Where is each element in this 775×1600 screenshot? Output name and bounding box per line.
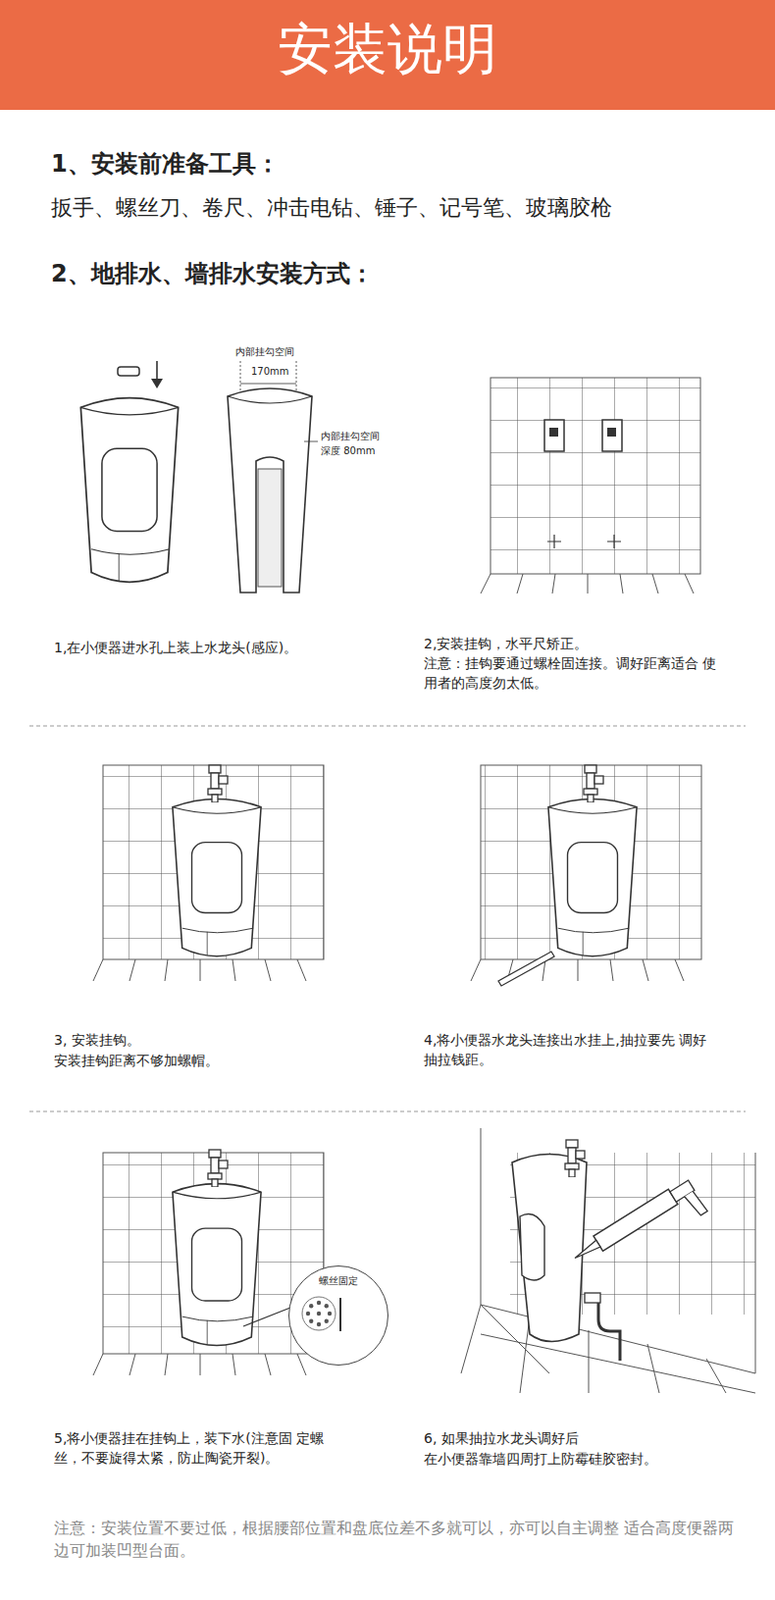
page-title: 安装说明 — [0, 15, 775, 82]
step-caption: 5,将小便器挂在挂钩上，装下水(注意固 定螺丝，不要旋得太紧，防止陶瓷开裂)。 — [53, 1428, 349, 1469]
step-note: 安装挂钩距离不够加螺帽。 — [53, 1050, 219, 1071]
step-note: 注意：挂钩要通过螺栓固连接。调好距离适合 使用者的高度勿太低。 — [423, 653, 719, 694]
dimension-value: 170mm — [251, 364, 290, 380]
drain-grate — [297, 1293, 347, 1334]
callout-circle: 螺丝固定 — [288, 1265, 389, 1366]
step-caption: 2,安装挂钩，水平尺矫正。 — [423, 633, 588, 654]
tool-list: 扳手、螺丝刀、卷尺、冲击电钻、锤子、记号笔、玻璃胶枪 — [51, 192, 613, 224]
step-caption: 3, 安装挂钩。 — [53, 1030, 141, 1050]
step-caption: 6, 如果抽拉水龙头调好后 — [423, 1428, 579, 1448]
footer-note: 注意：安装位置不要过低，根据腰部位置和盘底位差不多就可以，亦可以自主调整 适合高… — [53, 1516, 741, 1562]
callout-label: 螺丝固定 — [289, 1275, 388, 1288]
step-caption: 在小便器靠墙四周打上防霉硅胶密封。 — [423, 1448, 658, 1469]
step-caption: 4,将小便器水龙头连接出水挂上,抽拉要先 调好抽拉钱距。 — [423, 1030, 719, 1071]
step-caption: 1,在小便器进水孔上装上水龙头(感应)。 — [53, 637, 298, 658]
dimension-label: 内部挂勾空间 深度 80mm — [320, 429, 388, 459]
dimension-label: 内部挂勾空间 — [235, 345, 295, 361]
section-heading: 2、地排水、墙排水安装方式： — [51, 257, 374, 292]
section-heading: 1、安装前准备工具： — [51, 147, 280, 182]
